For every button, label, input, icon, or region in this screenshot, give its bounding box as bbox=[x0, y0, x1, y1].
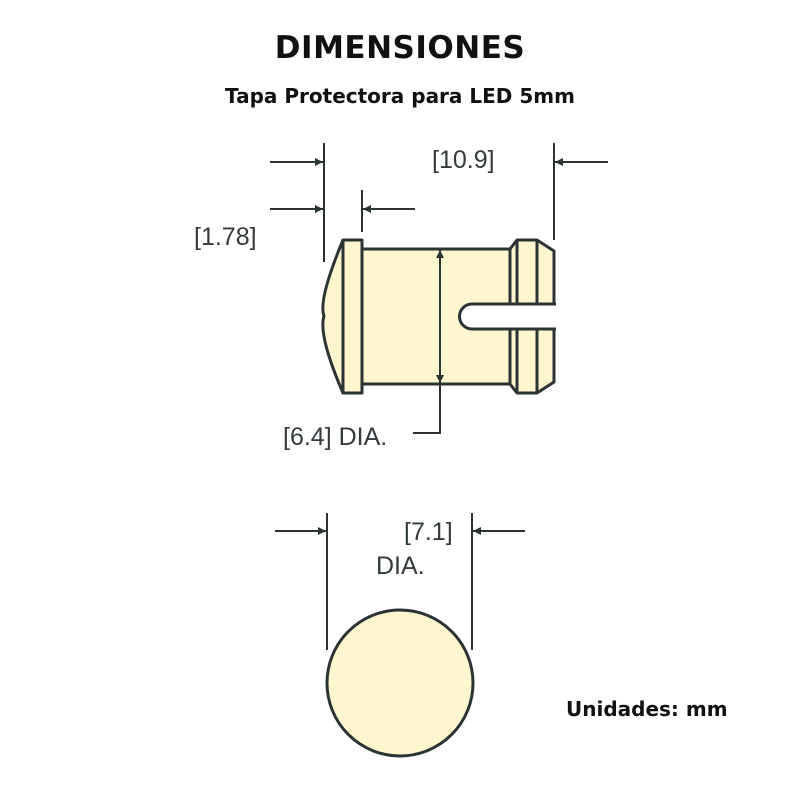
slot bbox=[458, 302, 556, 331]
dim-cap-diameter-label: DIA. bbox=[376, 552, 425, 580]
dim-body-diameter: [6.4] DIA. bbox=[283, 423, 387, 451]
cap-front-view bbox=[325, 608, 475, 758]
units-label: Unidades: mm bbox=[566, 697, 728, 721]
dim-cap-thickness: [1.78] bbox=[194, 223, 257, 251]
dim-cap-diameter: [7.1] bbox=[404, 518, 453, 546]
cap-flange bbox=[341, 238, 364, 395]
page-title: DIMENSIONES bbox=[274, 30, 526, 66]
dome bbox=[321, 238, 345, 395]
cap-side-view bbox=[321, 238, 558, 395]
leader-line bbox=[413, 384, 441, 434]
dim-overall-length: [10.9] bbox=[432, 146, 495, 174]
page-subtitle: Tapa Protectora para LED 5mm bbox=[225, 84, 575, 108]
